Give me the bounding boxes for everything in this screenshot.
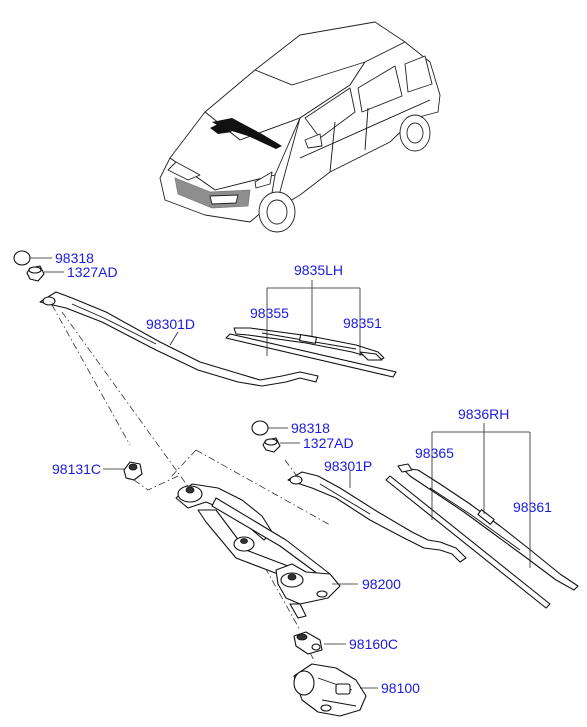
blade-left-assy-label: 9835LH <box>294 262 343 278</box>
grommet-icon <box>123 461 143 481</box>
arm-right-label: 98301P <box>324 458 372 474</box>
nut-icon <box>262 437 281 453</box>
linkage-icon <box>175 483 341 619</box>
alignment-lines <box>51 304 331 663</box>
wiper-arm-icon <box>287 471 467 563</box>
cap-left-label: 98318 <box>55 250 94 266</box>
cap-icon <box>251 420 269 436</box>
blade-right-b-label: 98361 <box>513 499 552 515</box>
nut-icon <box>26 265 45 282</box>
crank-label: 98160C <box>349 636 398 652</box>
motor-label: 98100 <box>381 680 420 696</box>
wiper-blade-icon <box>225 327 397 378</box>
blade-left-b-label: 98351 <box>343 315 382 331</box>
cap-right-label: 98318 <box>291 420 330 436</box>
linkage-label: 98200 <box>362 576 401 592</box>
arm-left-label: 98301D <box>146 316 195 332</box>
wiper-blade-icon <box>385 463 579 609</box>
crank-icon <box>293 631 323 655</box>
grommet-label: 98131C <box>52 461 101 477</box>
wiper-arm-icon <box>39 291 319 387</box>
hatchback-car-illustration <box>159 21 441 233</box>
nut-right-label: 1327AD <box>303 435 354 451</box>
wiper-motor-icon <box>293 663 367 717</box>
nut-left-label: 1327AD <box>67 264 118 280</box>
cap-icon <box>13 250 31 266</box>
blade-left-a-label: 98355 <box>250 305 289 321</box>
blade-right-a-label: 98365 <box>415 445 454 461</box>
blade-right-assy-label: 9836RH <box>458 406 509 422</box>
